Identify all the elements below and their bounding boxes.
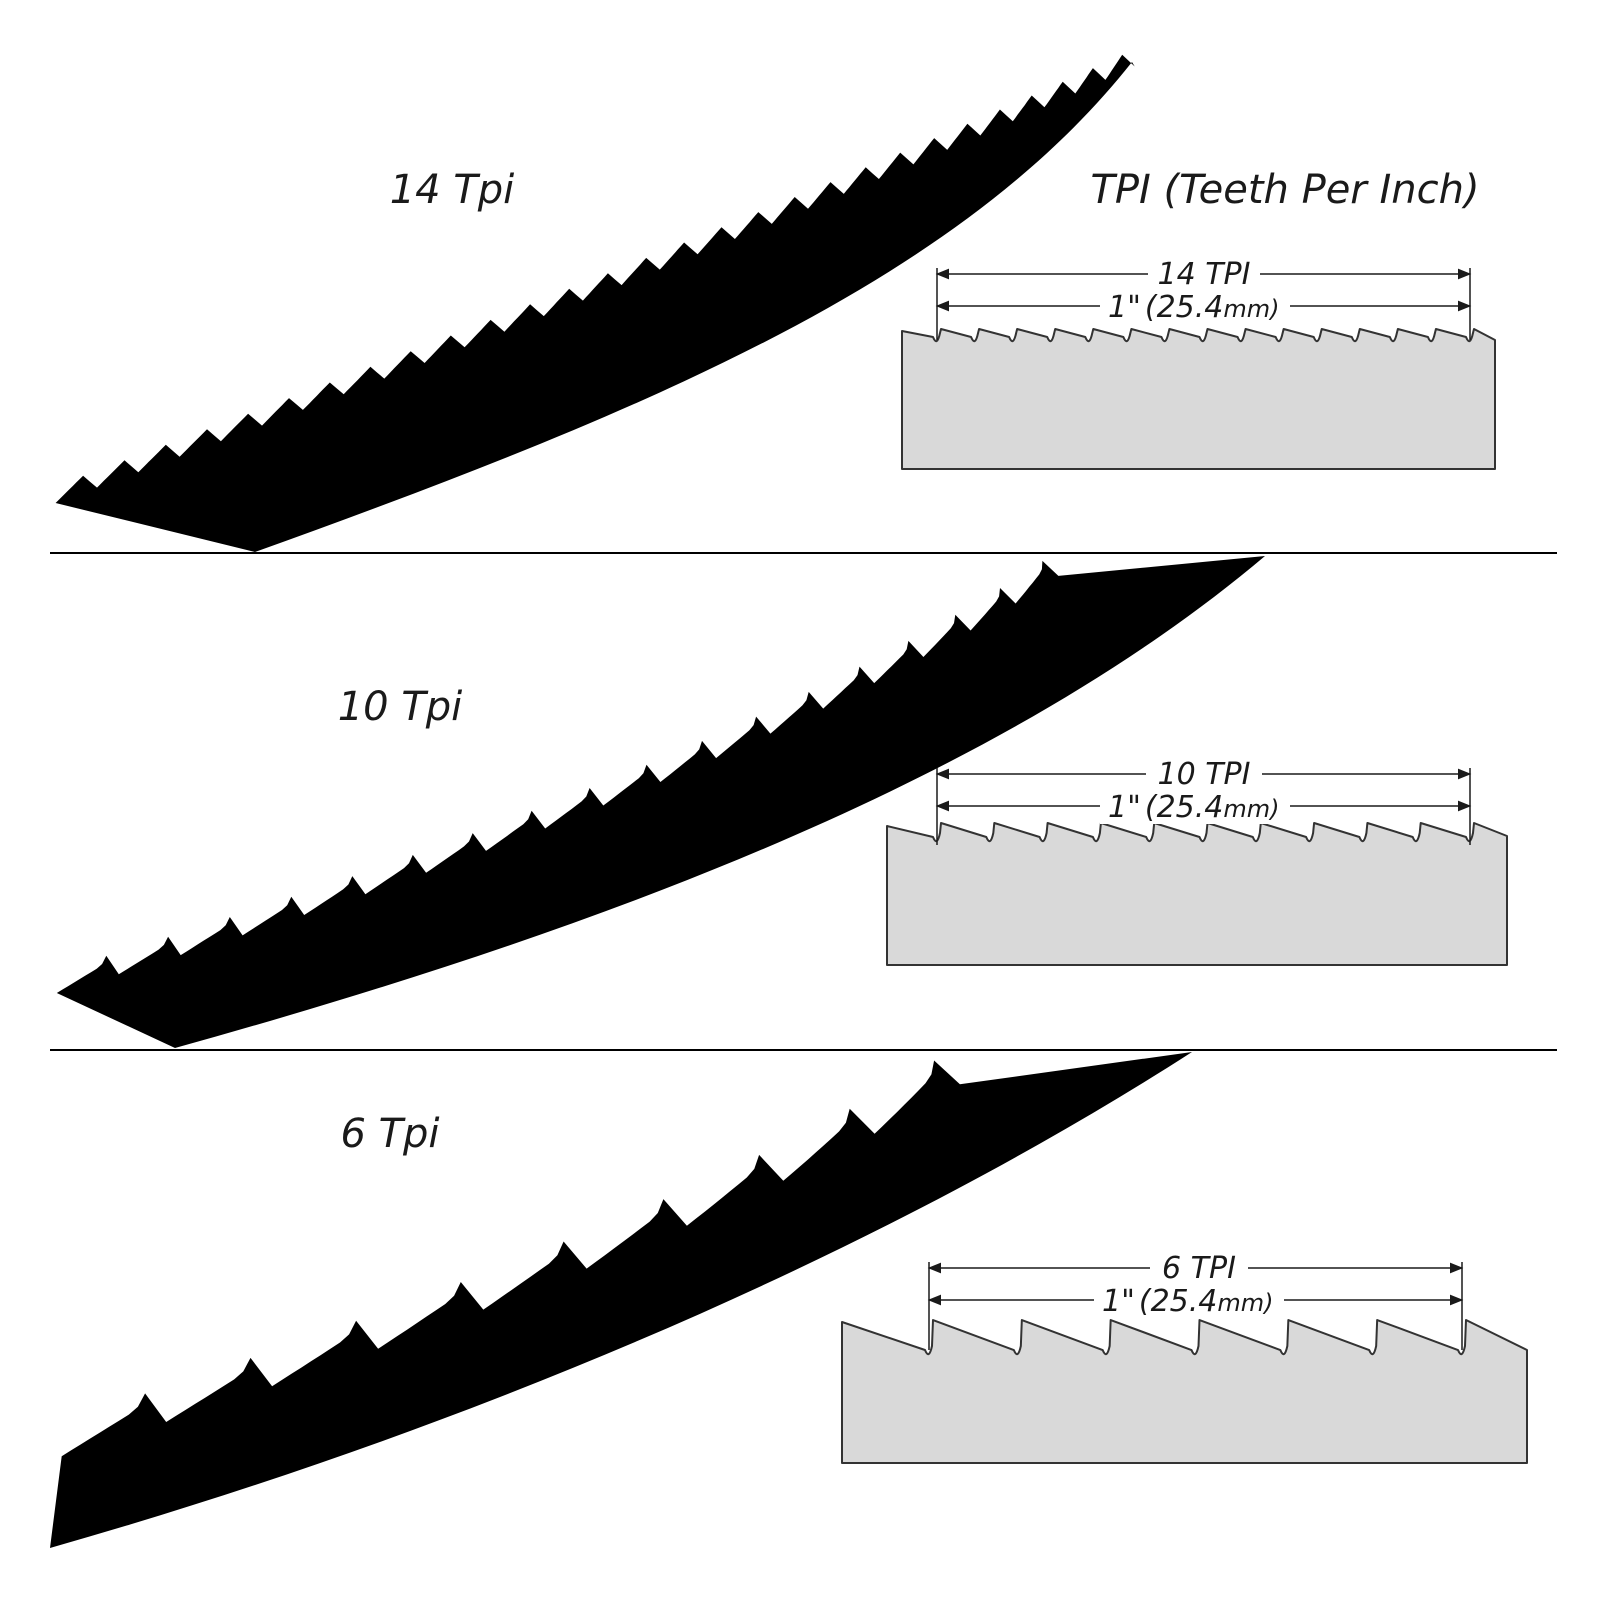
dimension-label-inch: 1"(25.4mm)	[1108, 790, 1280, 825]
dimension-label-tpi: 14 TPI	[1158, 257, 1251, 292]
saw-blade-10-tpi	[56, 556, 1265, 1048]
dimension-group-10-tpi: 10 TPI 1"(25.4mm)	[935, 756, 1472, 845]
dimension-label-inch: 1"(25.4mm)	[1108, 290, 1280, 325]
blade-label-14-tpi: 14 Tpi	[390, 167, 515, 213]
blade-label-6-tpi: 6 Tpi	[340, 1111, 439, 1157]
dimension-label-inch: 1"(25.4mm)	[1102, 1284, 1274, 1319]
dimension-group-14-tpi: 14 TPI 1"(25.4mm)	[935, 256, 1472, 340]
dimension-group-6-tpi: 6 TPI 1"(25.4mm)	[927, 1250, 1464, 1350]
tooth-profile-14-tpi	[901, 328, 1496, 470]
tooth-profile-10-tpi	[886, 822, 1508, 966]
dimension-label-tpi: 6 TPI	[1162, 1251, 1236, 1286]
tooth-profile-6-tpi	[841, 1319, 1528, 1464]
dimension-label-tpi: 10 TPI	[1158, 757, 1251, 792]
saw-blade-14-tpi	[55, 54, 1135, 552]
diagram-title: TPI (Teeth Per Inch)	[1090, 167, 1479, 213]
blade-label-10-tpi: 10 Tpi	[338, 684, 463, 730]
saw-blade-6-tpi	[50, 1052, 1192, 1548]
